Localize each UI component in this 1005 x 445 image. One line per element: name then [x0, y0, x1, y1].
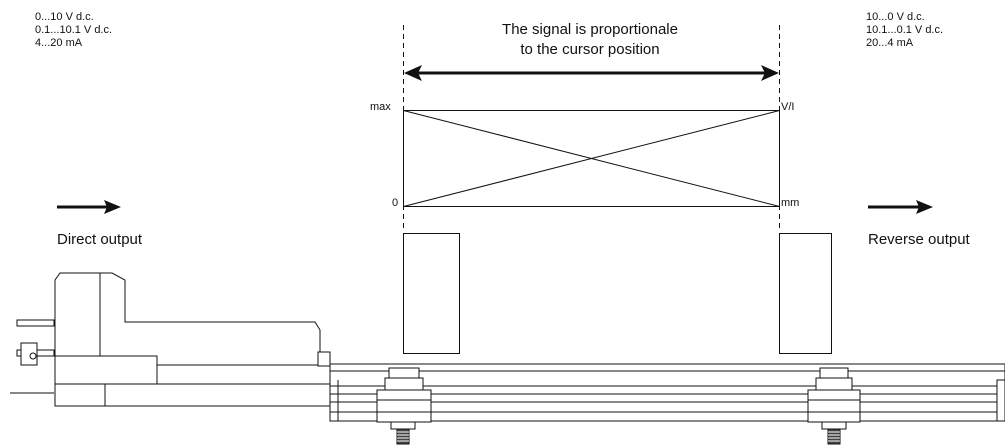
right-spec-line: 10...0 V d.c. [866, 11, 925, 23]
right-mounting-clamp [807, 367, 861, 445]
v-i-label: V/I [781, 101, 795, 113]
transducer-head [10, 272, 331, 407]
double-arrow-icon [404, 65, 779, 81]
caption: The signal is proportionale to the curso… [430, 20, 750, 60]
direct-output-label: Direct output [57, 231, 143, 248]
reverse-signal-line [403, 110, 780, 207]
right-spec-line: 20...4 mA [866, 37, 914, 49]
signal-graph-box [403, 110, 780, 207]
max-label: max [370, 101, 391, 113]
reverse-arrow-icon [868, 200, 933, 214]
cursor-end-position [779, 233, 832, 354]
rail [329, 363, 1005, 422]
left-spec-line: 0.1...10.1 V d.c. [35, 24, 113, 36]
direct-arrow-icon [57, 200, 121, 214]
mm-label: mm [781, 197, 800, 209]
caption-line-1: The signal is proportionale [502, 21, 678, 38]
right-bolt-icon [827, 428, 841, 445]
caption-line-2: to the cursor position [520, 41, 660, 58]
zero-label: 0 [392, 197, 399, 209]
reverse-output-label: Reverse output [868, 231, 970, 248]
left-spec-line: 0...10 V d.c. [35, 11, 94, 23]
left-bolt-icon [396, 428, 410, 445]
right-spec-line: 10.1...0.1 V d.c. [866, 24, 944, 36]
cursor-start-position [403, 233, 460, 354]
left-spec-line: 4...20 mA [35, 37, 83, 49]
left-mounting-clamp [376, 367, 432, 445]
